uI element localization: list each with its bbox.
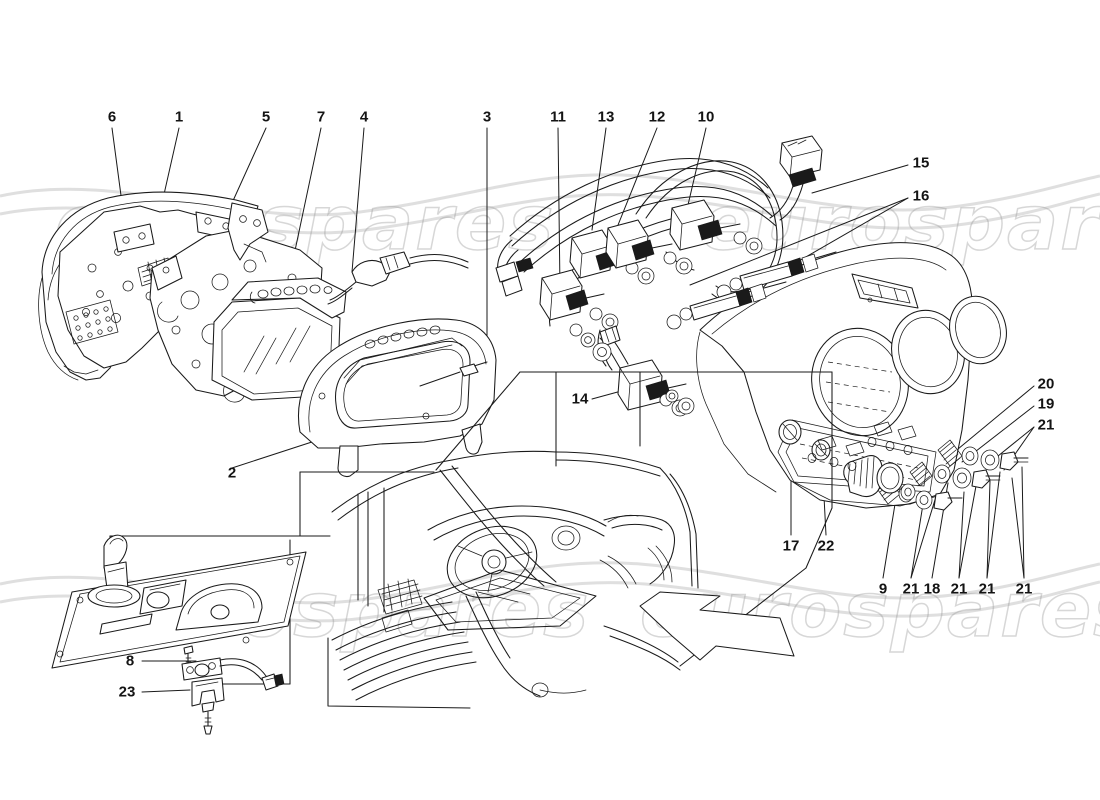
callout-13[interactable]: 13 [597, 108, 615, 126]
callout-18[interactable]: 18 [923, 580, 941, 598]
instrument-cluster-lcd-display [211, 277, 347, 401]
leader-lines-left [111, 127, 488, 469]
callout-5[interactable]: 5 [261, 108, 271, 126]
callout-9[interactable]: 9 [878, 580, 888, 598]
instrument-cluster-bracket-5 [227, 202, 269, 263]
callout-2[interactable]: 2 [227, 464, 237, 482]
callout-22[interactable]: 22 [817, 537, 835, 555]
callout-14[interactable]: 14 [571, 390, 589, 408]
callout-17[interactable]: 17 [782, 537, 800, 555]
leader-lines-console [141, 660, 197, 693]
callout-21[interactable]: 21 [902, 580, 920, 598]
console-switch-bracket-23 [191, 677, 225, 735]
callout-10[interactable]: 10 [697, 108, 715, 126]
callout-11[interactable]: 11 [550, 108, 566, 126]
cluster-screw-3 [419, 361, 488, 387]
callout-21[interactable]: 21 [950, 580, 968, 598]
hardware-group-mid-right [909, 461, 1001, 489]
hardware-22 [811, 439, 831, 461]
callout-23[interactable]: 23 [118, 683, 136, 701]
callout-16[interactable]: 16 [912, 187, 930, 205]
washer-stack-14 [665, 389, 695, 415]
console-switch-panel [51, 534, 307, 669]
dashboard-body [696, 242, 1007, 509]
console-switch-bracket-8 [181, 645, 285, 691]
hardware-knob-9 [843, 455, 916, 501]
instrument-cluster-front-bezel [297, 318, 497, 478]
switch-module-10 [669, 199, 763, 255]
callout-20[interactable]: 20 [1037, 375, 1055, 393]
car-interior-sketch [327, 450, 699, 709]
switch-module-12 [605, 219, 693, 275]
cluster-connector-4 [327, 251, 469, 305]
callout-8[interactable]: 8 [125, 652, 135, 670]
switch-module-14 [599, 325, 689, 417]
hardware-17 [778, 419, 802, 445]
callout-6[interactable]: 6 [107, 108, 117, 126]
callout-12[interactable]: 12 [648, 108, 666, 126]
callout-3[interactable]: 3 [482, 108, 492, 126]
callout-15[interactable]: 15 [912, 154, 930, 172]
callout-19[interactable]: 19 [1037, 395, 1055, 413]
callout-21[interactable]: 21 [1037, 416, 1055, 434]
callout-21[interactable]: 21 [1015, 580, 1033, 598]
spindle-assembly-16-upper [716, 251, 837, 300]
dash-face-small-hardware [807, 421, 917, 471]
switch-module-11 [539, 269, 619, 331]
direction-arrow [639, 591, 795, 661]
hardware-group-upper-right [937, 439, 1029, 471]
spindle-assembly-16-lower [666, 281, 787, 330]
callout-1[interactable]: 1 [174, 108, 184, 126]
callout-7[interactable]: 7 [316, 108, 326, 126]
washer-stack-left [569, 323, 612, 362]
harness-connector-15 [769, 135, 823, 221]
callout-4[interactable]: 4 [359, 108, 369, 126]
callout-21[interactable]: 21 [978, 580, 996, 598]
